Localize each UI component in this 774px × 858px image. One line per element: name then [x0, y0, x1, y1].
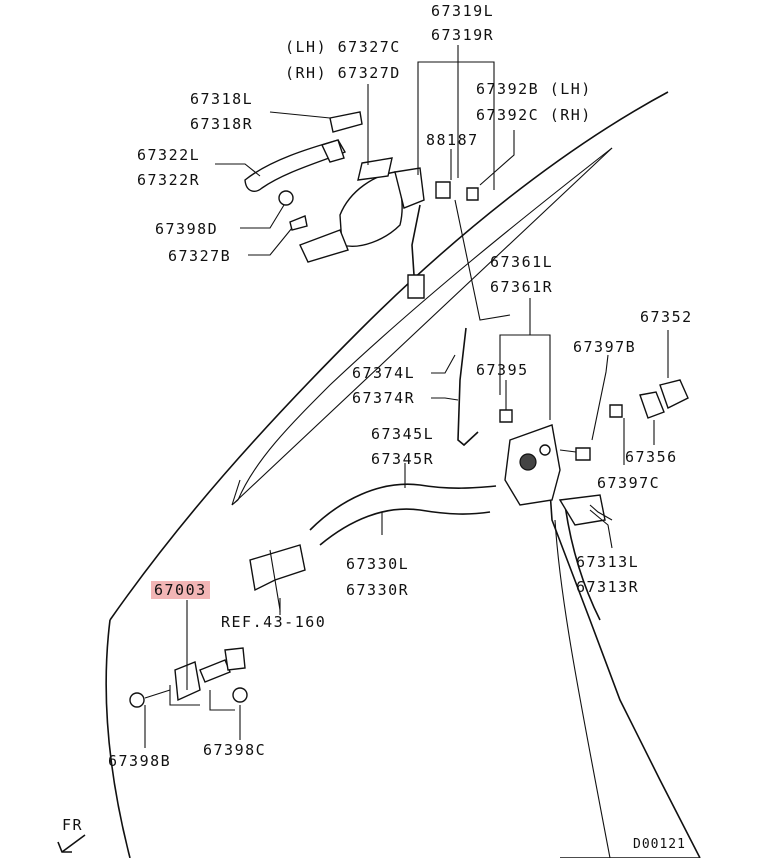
label-67327d-rh: (RH) 67327D	[285, 64, 401, 82]
label-67352: 67352	[640, 308, 693, 326]
outside-handle-drawing	[244, 111, 363, 192]
label-67361l: 67361L	[490, 253, 554, 271]
label-67330l: 67330L	[346, 555, 410, 573]
label-67398c: 67398C	[203, 741, 267, 759]
label-67361r: 67361R	[490, 278, 554, 296]
label-67322r: 67322R	[137, 171, 201, 189]
label-67319r: 67319R	[431, 26, 495, 44]
label-67397b: 67397B	[573, 338, 637, 356]
leader-lines	[144, 45, 669, 748]
label-67398b: 67398B	[108, 752, 172, 770]
label-67345l: 67345L	[371, 425, 435, 443]
label-67318l: 67318L	[190, 90, 254, 108]
handle-frame-drawing	[299, 157, 425, 263]
label-67313r: 67313R	[576, 578, 640, 596]
label-67395: 67395	[476, 361, 529, 379]
label-67345r: 67345R	[371, 450, 435, 468]
label-ref-43-160: REF.43-160	[221, 613, 327, 631]
label-67319l: 67319L	[431, 2, 495, 20]
label-67327b: 67327B	[168, 247, 232, 265]
front-direction-arrow-icon	[57, 834, 86, 853]
door-outline	[105, 91, 701, 858]
label-67322l: 67322L	[137, 146, 201, 164]
label-diagram-code: D00121	[633, 837, 686, 852]
label-67392c-rh: 67392C (RH)	[476, 106, 592, 124]
label-67397c: 67397C	[597, 474, 661, 492]
label-67398d: 67398D	[155, 220, 219, 238]
door-lock-actuator-drawing	[499, 409, 561, 506]
label-67330r: 67330R	[346, 581, 410, 599]
label-67313l: 67313L	[576, 553, 640, 571]
label-67392b-lh: 67392B (LH)	[476, 80, 592, 98]
label-88187: 88187	[426, 131, 479, 149]
label-67327c-lh: (LH) 67327C	[285, 38, 401, 56]
label-67374l: 67374L	[352, 364, 416, 382]
label-67356: 67356	[625, 448, 678, 466]
label-67003-highlighted[interactable]: 67003	[151, 581, 210, 599]
label-67374r: 67374R	[352, 389, 416, 407]
label-67318r: 67318R	[190, 115, 254, 133]
label-fr: FR	[62, 816, 84, 834]
